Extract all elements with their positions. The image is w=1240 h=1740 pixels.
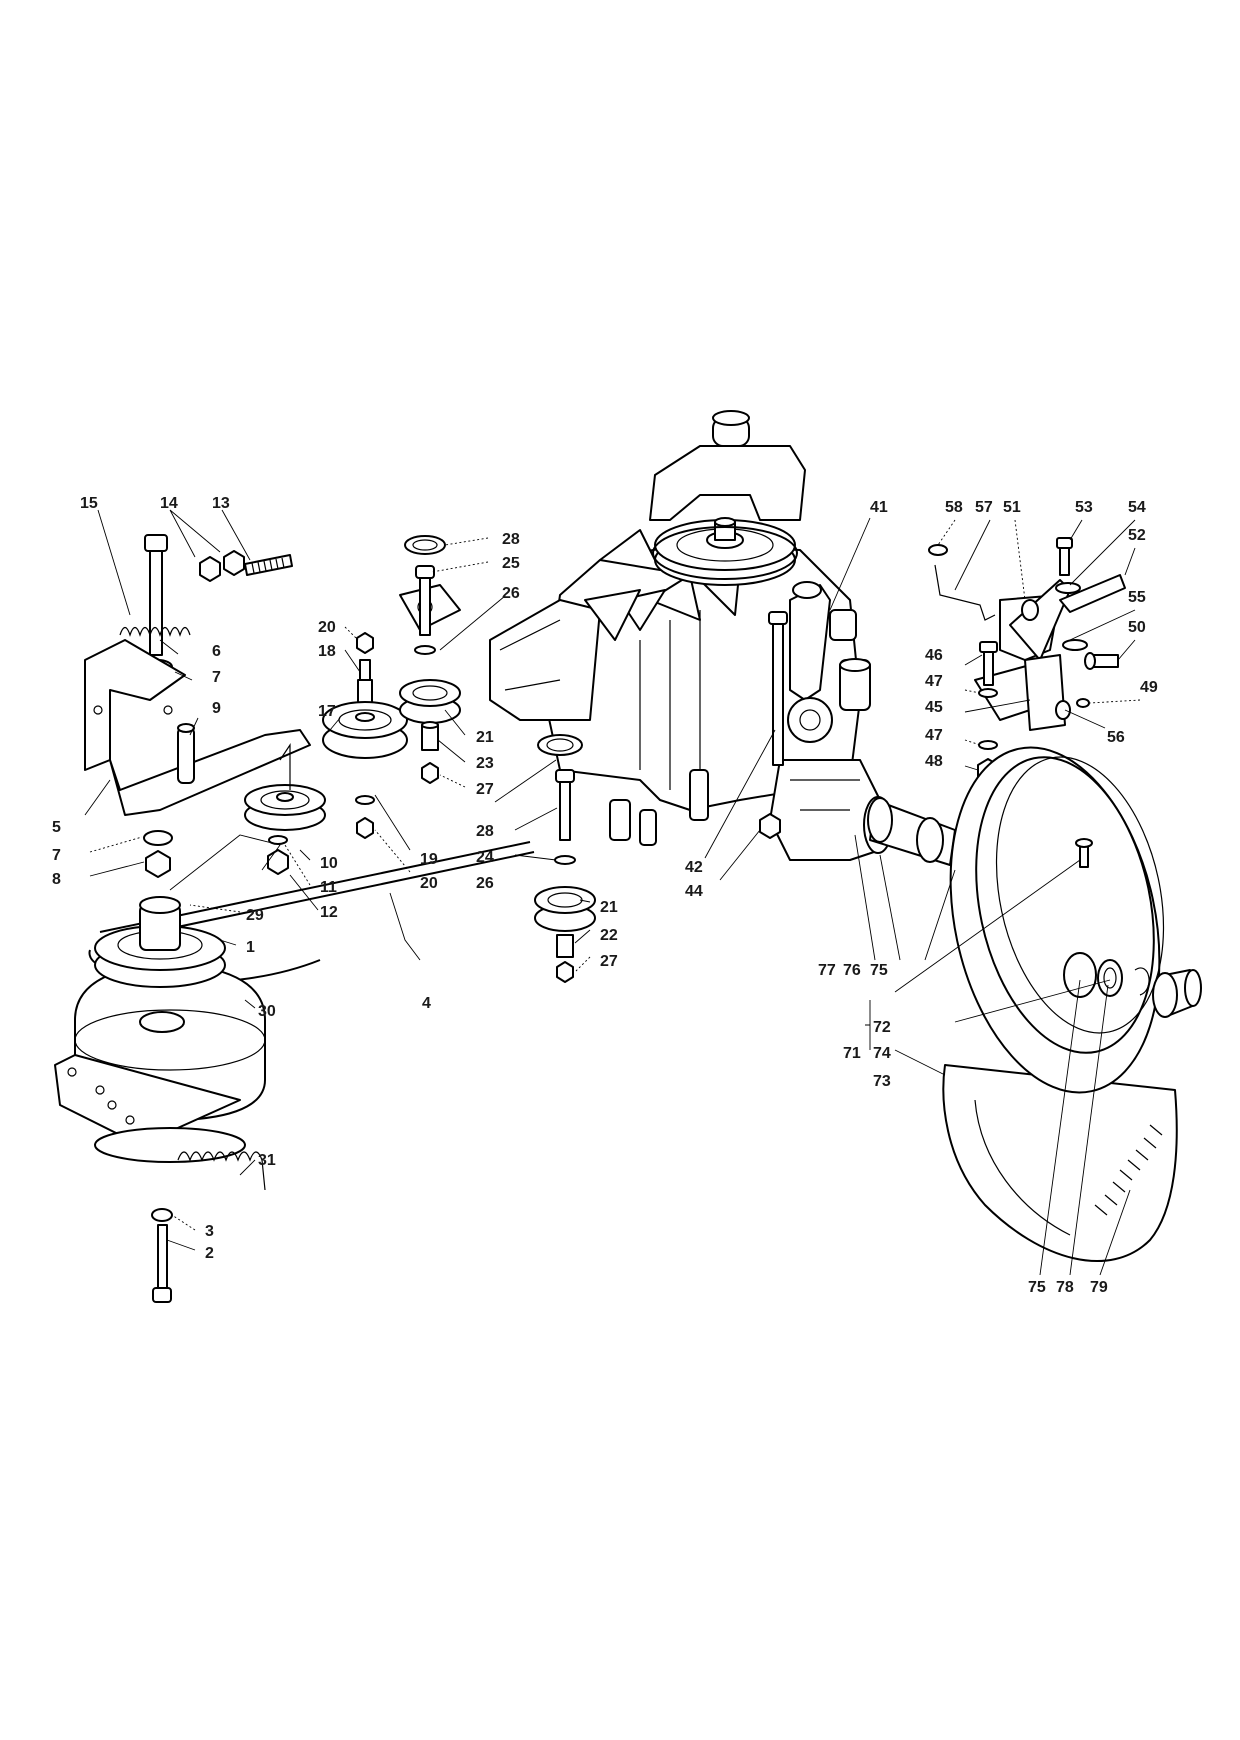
callout-56: 56 [1107,729,1125,746]
callout-30: 30 [258,1003,276,1020]
bolt-42 [759,611,788,839]
callout-51: 51 [1003,499,1021,516]
callout-21-lower: 21 [600,899,618,916]
rear-wheel-assembly [867,746,1202,1262]
callout-23: 23 [476,755,494,772]
callout-14: 14 [160,495,178,512]
callout-10: 10 [320,855,338,872]
callout-72: 72 [873,1019,891,1036]
callout-26-lower: 26 [476,875,494,892]
callout-29: 29 [246,907,264,924]
callout-27-lower: 27 [600,953,618,970]
callout-58: 58 [945,499,963,516]
callout-47: 47 [925,673,943,690]
callout-28: 28 [502,531,520,548]
callout-50: 50 [1128,619,1146,636]
callout-17: 17 [318,703,336,720]
clutch-assembly [54,896,266,1303]
callout-28-lower: 28 [476,823,494,840]
callout-54: 54 [1128,499,1146,516]
callout-78: 78 [1056,1279,1074,1296]
callout-79: 79 [1090,1279,1108,1296]
callout-27: 27 [476,781,494,798]
callout-55: 55 [1128,589,1146,606]
callout-3: 3 [205,1223,214,1240]
callout-19: 19 [420,851,438,868]
callout-15: 15 [80,495,98,512]
callout-31: 31 [258,1152,276,1169]
callout-49: 49 [1140,679,1158,696]
callout-18: 18 [318,643,336,660]
callout-75: 75 [870,962,888,979]
callout-73: 73 [873,1073,891,1090]
callout-48: 48 [925,753,943,770]
callout-5: 5 [52,819,61,836]
transaxle-housing [399,410,893,861]
callout-76: 76 [843,962,861,979]
idler-pulley-17 [322,632,408,839]
callout-77: 77 [818,962,836,979]
callout-53: 53 [1075,499,1093,516]
idler-pulley-10 [244,743,326,875]
callout-41: 41 [870,499,888,516]
idler-bracket-assembly [84,534,311,878]
callout-71: 71 [843,1045,861,1062]
callout-44: 44 [685,883,703,900]
callout-24: 24 [476,849,494,866]
callout-26: 26 [502,585,520,602]
callout-4: 4 [422,995,431,1012]
callout-labels: 15 14 13 6 7 9 5 7 8 10 11 12 29 1 4 30 … [52,495,1158,1296]
callout-11: 11 [320,879,337,896]
callout-12: 12 [320,904,338,921]
callout-2: 2 [205,1245,214,1262]
callout-1: 1 [246,939,255,956]
callout-7: 7 [212,669,221,686]
callout-20: 20 [318,619,336,636]
callout-22: 22 [600,927,618,944]
callout-8: 8 [52,871,61,888]
callout-6: 6 [212,643,221,660]
callout-13: 13 [212,495,230,512]
callout-9: 9 [212,700,221,717]
callout-52: 52 [1128,527,1146,544]
leader-lines [84,509,1141,1276]
callout-47-lower: 47 [925,727,943,744]
shift-bracket-assembly [928,537,1126,784]
idler-pulley-21-upper [399,535,461,784]
callout-21: 21 [476,729,494,746]
callout-20-lower: 20 [420,875,438,892]
callout-46: 46 [925,647,943,664]
callout-57: 57 [975,499,993,516]
callout-45: 45 [925,699,943,716]
callout-7-lower: 7 [52,847,61,864]
callout-75-lower: 75 [1028,1279,1046,1296]
callout-25: 25 [502,555,520,572]
callout-42: 42 [685,859,703,876]
callout-74: 74 [873,1045,891,1062]
